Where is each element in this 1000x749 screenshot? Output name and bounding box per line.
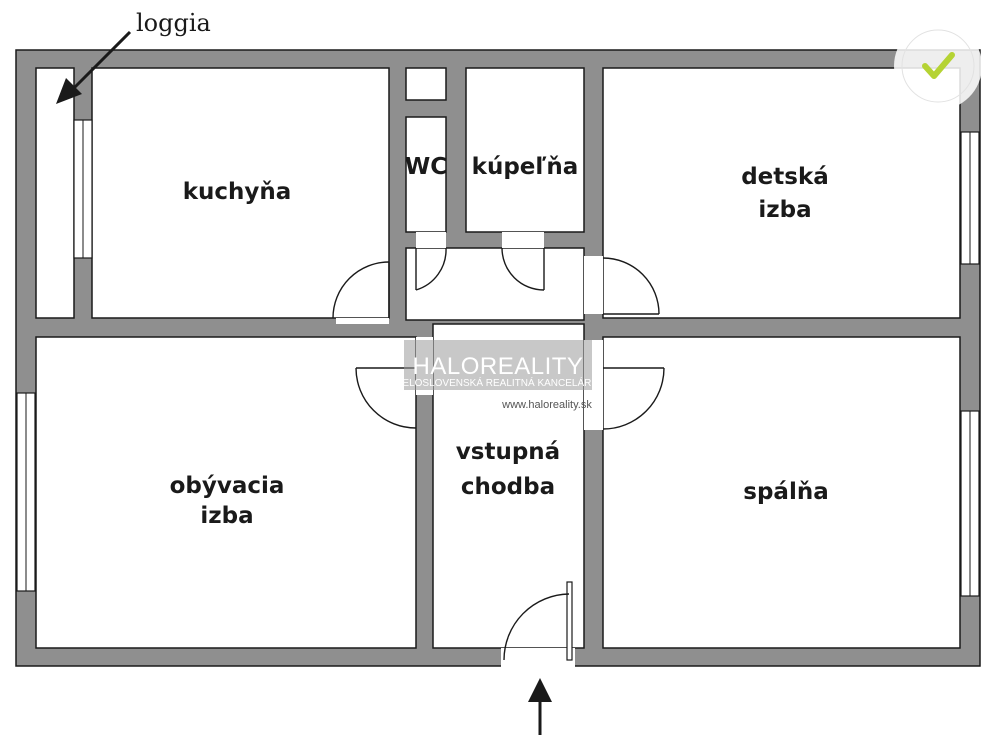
room-label-living-room-line1: obývacia	[170, 473, 285, 499]
entrance-arrow-icon	[528, 678, 552, 735]
room-label-bedroom: spálňa	[743, 479, 828, 505]
room-label-hallway-line2: chodba	[461, 474, 555, 500]
room-label-kitchen: kuchyňa	[183, 179, 292, 205]
watermark-brand: HALOREALITY	[413, 353, 584, 380]
door-bathroom	[501, 247, 545, 291]
door-entrance	[503, 581, 573, 661]
door-gap-wc	[416, 232, 446, 248]
watermark-tagline: CELOSLOVENSKÁ REALITNÁ KANCELÁRIA	[395, 376, 601, 389]
door-bedroom	[602, 367, 665, 430]
loggia-label: loggia	[136, 9, 211, 37]
room-label-hallway-line1: vstupná	[456, 439, 560, 465]
door-gap-entrance	[501, 648, 575, 667]
door-gap-kitchen	[336, 318, 389, 324]
door-gap-kids-room	[584, 256, 603, 314]
room-label-wc: WC	[405, 154, 447, 180]
room-label-kids-room-line1: detská	[741, 164, 829, 190]
room-label-living-room-line2: izba	[200, 503, 253, 529]
door-kids-room	[602, 257, 660, 315]
door-gap-bathroom	[502, 232, 544, 248]
watermark-url: www.haloreality.sk	[501, 399, 592, 411]
door-wc	[415, 247, 447, 291]
watermark: HALOREALITY CELOSLOVENSKÁ REALITNÁ KANCE…	[395, 340, 601, 411]
door-kitchen	[332, 261, 390, 319]
room-label-bathroom: kúpeľňa	[472, 154, 579, 180]
room-label-kids-room-line2: izba	[758, 197, 811, 223]
loggia-arrow-icon	[56, 30, 132, 104]
verified-badge-icon	[894, 22, 982, 110]
